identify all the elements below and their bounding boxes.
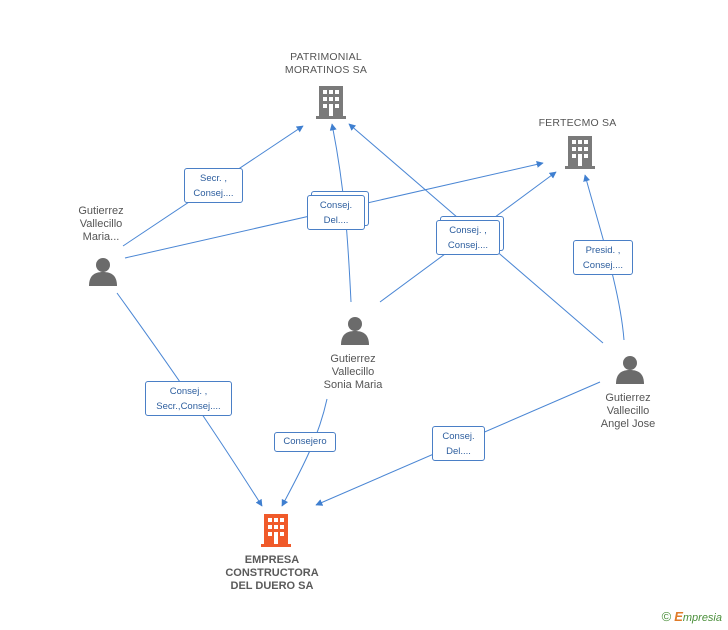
edge-label-angel-patrimonial[interactable]: Consej. , Consej.... bbox=[436, 220, 500, 255]
building-icon bbox=[316, 86, 346, 119]
copyright-icon: © bbox=[661, 609, 672, 624]
edge-label-angel-fertecmo[interactable]: Presid. , Consej.... bbox=[573, 240, 633, 275]
node-label-sonia[interactable]: Gutierrez Vallecillo Sonia Maria bbox=[323, 353, 383, 391]
brand-name: mpresia bbox=[682, 612, 722, 624]
brand-initial: E bbox=[674, 609, 683, 624]
edge-label-angel-empresa[interactable]: Consej. Del.... bbox=[432, 426, 485, 461]
person-icon bbox=[341, 317, 369, 345]
footer-brand: ©Empresia bbox=[662, 609, 722, 624]
edge-sonia-empresa bbox=[281, 398, 328, 507]
node-label-empresa[interactable]: EMPRESA CONSTRUCTORA DEL DUERO SA bbox=[225, 554, 319, 592]
edge-label-maria-patrimonial[interactable]: Secr. , Consej.... bbox=[184, 168, 243, 203]
person-icon bbox=[89, 258, 117, 286]
building-icon bbox=[565, 136, 595, 169]
edge-label-sonia-empresa[interactable]: Consejero bbox=[274, 432, 336, 452]
edge-label-maria-empresa[interactable]: Consej. , Secr.,Consej.... bbox=[145, 381, 232, 416]
building-icon bbox=[261, 514, 291, 547]
edge-label-sonia-patrimonial[interactable]: Consej. Del.... bbox=[307, 195, 365, 230]
node-label-fertecmo[interactable]: FERTECMO SA bbox=[538, 117, 617, 129]
node-label-maria[interactable]: Gutierrez Vallecillo Maria... bbox=[78, 205, 124, 243]
node-label-angel[interactable]: Gutierrez Vallecillo Angel Jose bbox=[600, 392, 656, 430]
node-label-patrimonial[interactable]: PATRIMONIAL MORATINOS SA bbox=[284, 51, 368, 76]
person-icon bbox=[616, 356, 644, 384]
